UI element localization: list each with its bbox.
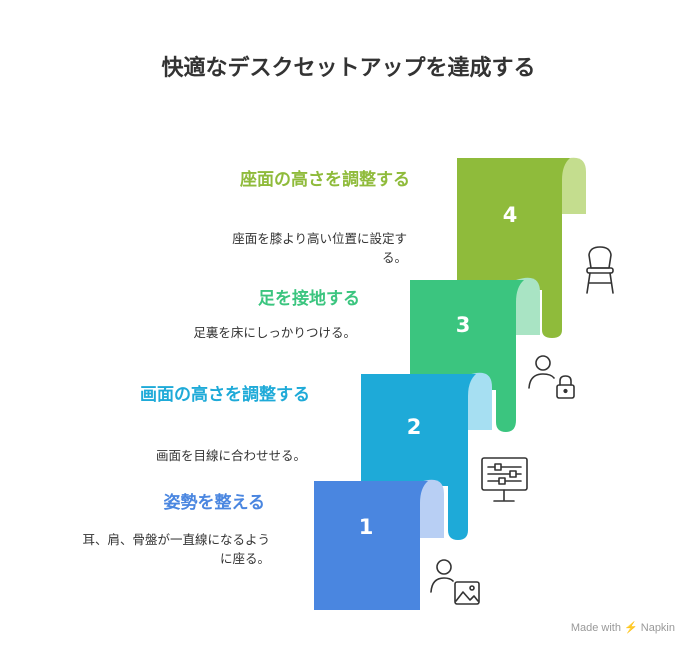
user-image-icon (430, 559, 480, 605)
step-3-number: 3 (456, 313, 471, 337)
step-1-heading: 姿勢を整える (163, 493, 266, 513)
step-4-banner: 4 (457, 157, 586, 338)
chair-icon (586, 246, 614, 294)
step-1-number: 1 (359, 515, 374, 539)
step-3-heading: 足を接地する (258, 289, 360, 309)
monitor-sliders-icon (481, 457, 528, 502)
step-3-description: 足裏を床にしっかりつける。 (193, 325, 356, 340)
step-2-heading: 画面の高さを調整する (140, 385, 310, 405)
step-1-banner: 1 (314, 479, 444, 610)
user-lock-icon (528, 355, 575, 399)
step-4-description: 座面を膝より高い位置に設定する。 (232, 231, 407, 265)
branding: Made with ⚡ Napkin (570, 622, 675, 634)
step-1-description: 耳、肩、骨盤が一直線になるように座る。 (82, 532, 270, 566)
step-2-description: 画面を目線に合わせせる。 (155, 448, 306, 463)
step-3-banner: 3 (410, 277, 540, 432)
step-4-heading: 座面の高さを調整する (240, 170, 410, 190)
step-2-number: 2 (407, 415, 422, 439)
page-title: 快適なデスクセットアップを達成する (161, 56, 536, 81)
step-4-number: 4 (503, 203, 518, 227)
step-2-banner: 2 (361, 372, 492, 540)
